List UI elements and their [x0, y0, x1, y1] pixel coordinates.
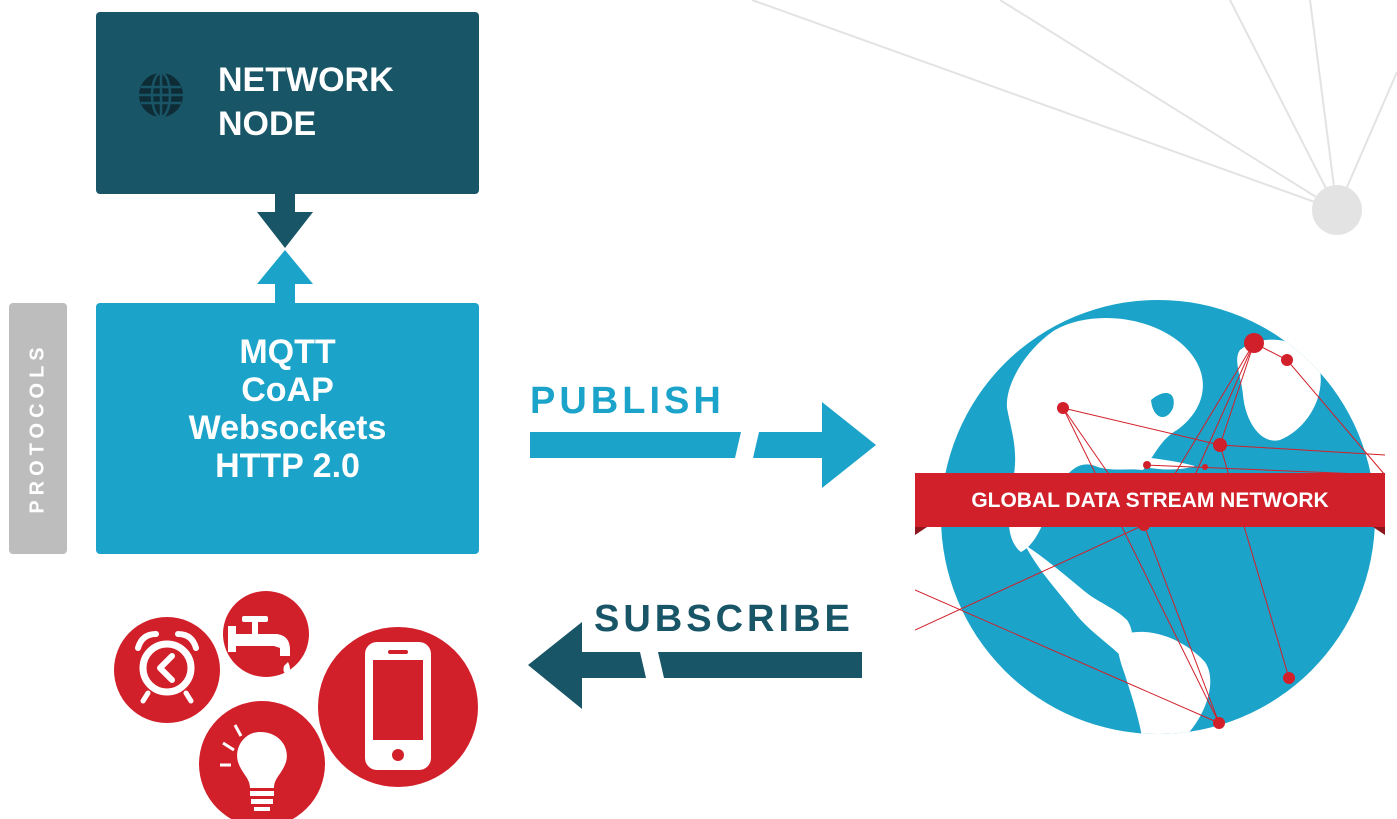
protocol-item: HTTP 2.0 [215, 447, 360, 485]
protocol-item: CoAP [241, 371, 334, 409]
up-arrow [257, 250, 313, 304]
banner-label: GLOBAL DATA STREAM NETWORK [971, 489, 1329, 512]
network-node-title: NETWORK NODE [218, 58, 394, 146]
protocol-list: MQTT CoAP Websockets HTTP 2.0 [96, 333, 479, 485]
faucet-icon [223, 591, 309, 677]
devices-cluster [114, 591, 478, 819]
subscribe-arrow [528, 622, 862, 709]
protocol-item: MQTT [239, 333, 336, 371]
protocols-side-tab: PROTOCOLS [9, 303, 67, 554]
publish-label: PUBLISH [530, 380, 725, 422]
network-node-box: NETWORK NODE [96, 12, 479, 194]
protocols-box: MQTT CoAP Websockets HTTP 2.0 [96, 303, 479, 554]
smartphone-icon [318, 627, 478, 787]
network-node-title-line2: NODE [218, 105, 317, 143]
network-node-title-line1: NETWORK [218, 61, 394, 99]
node-protocol-connector [257, 194, 313, 304]
decorative-dot [1312, 185, 1362, 235]
alarm-clock-icon [114, 617, 220, 723]
publish-arrow [530, 402, 876, 488]
global-network-banner: GLOBAL DATA STREAM NETWORK [915, 473, 1385, 535]
protocol-item: Websockets [188, 409, 387, 447]
down-arrow [257, 194, 313, 248]
subscribe-label: SUBSCRIBE [594, 598, 854, 640]
protocols-side-label: PROTOCOLS [26, 342, 49, 514]
globe-icon [139, 71, 183, 119]
banner-ribbon [915, 473, 1385, 535]
light-bulb-icon [199, 701, 325, 819]
